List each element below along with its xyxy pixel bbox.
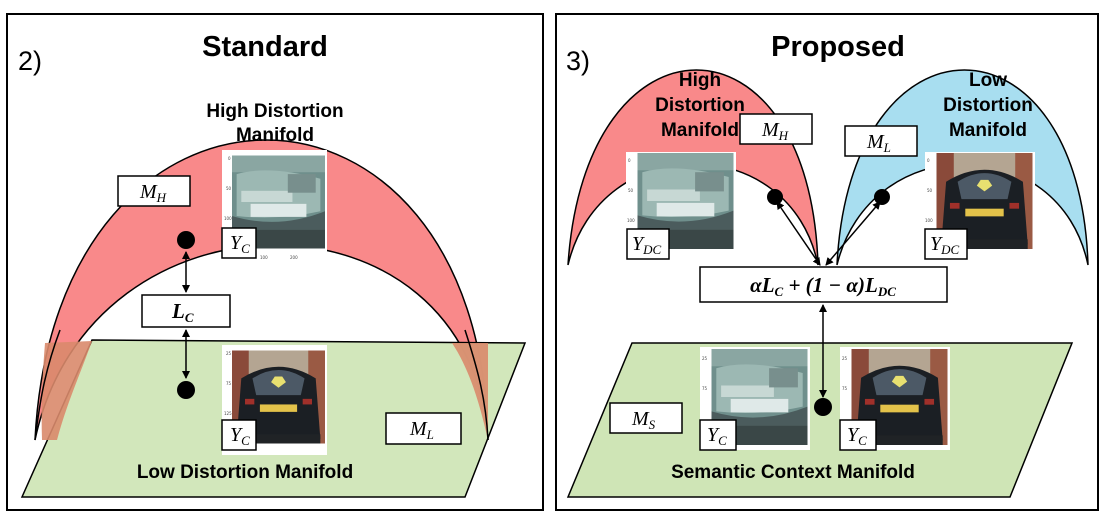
svg-text:100: 100 [260,255,268,260]
svg-text:75: 75 [702,386,708,391]
proposed-panel: 3) Proposed High Distortion Manifold Low… [555,13,1099,511]
y-c-box-sem-left [699,419,737,451]
arrow-to-low-proposed [825,201,881,266]
proposed-high-label-line2: Distortion [655,95,745,116]
point-high-standard [177,231,195,249]
l-c-box [141,294,231,328]
semantic-context-label: Semantic Context Manifold [671,462,915,483]
proposed-m-h-box [739,113,813,145]
point-low-standard [177,381,195,399]
proposed-m-l-label: ML [866,131,891,155]
svg-text:75: 75 [842,386,848,391]
y-dc-box-high [626,228,670,260]
svg-text:50: 50 [927,188,933,193]
m-l-box [385,412,462,445]
svg-text:125: 125 [224,411,232,416]
arrow-to-high-proposed [776,201,821,266]
l-c-label: LC [171,299,194,325]
point-high-proposed [767,189,783,205]
proposed-m-h-label: MH [761,119,789,143]
svg-text:25: 25 [226,351,232,356]
proposed-m-l-box [844,125,918,157]
m-s-label: MS [631,408,656,432]
m-l-label: ML [409,418,434,442]
svg-text:50: 50 [226,186,232,191]
combined-loss-label: αLC + (1 − α)LDC [750,273,896,299]
high-manifold-label-line1: High Distortion [206,101,343,122]
svg-text:0: 0 [927,158,930,163]
proposed-high-label-line3: Manifold [661,120,739,141]
y-c-box-top [221,227,257,259]
standard-title: Standard [202,31,328,63]
m-h-box [117,175,191,207]
proposed-panel-number: 3) [566,46,590,76]
standard-panel-number: 2) [18,46,42,76]
low-distortion-arch [836,69,1089,266]
y-c-label-bottom: YC [230,424,250,448]
svg-text:75: 75 [226,381,232,386]
y-c-label-sem-left: YC [707,424,727,448]
overlap-left [41,341,92,440]
proposed-low-label-line1: Low [969,70,1007,91]
svg-text:100: 100 [925,218,933,223]
svg-text:0: 0 [228,156,231,161]
combined-loss-box [699,266,948,303]
proposed-low-label-line2: Distortion [943,95,1033,116]
y-c-box-sem-right [839,419,877,451]
point-semantic-proposed [814,398,832,416]
high-manifold-label-line2: Manifold [236,125,314,146]
standard-panel: 2) Standard High Distortion Manifold MH … [6,13,544,511]
y-dc-box-low [924,228,968,260]
proposed-high-label-line1: High [679,70,721,91]
svg-text:100: 100 [224,216,232,221]
y-c-label-top: YC [230,232,250,256]
m-s-box [609,402,683,434]
svg-text:0: 0 [628,158,631,163]
proposed-low-label-line3: Manifold [949,120,1027,141]
svg-text:100: 100 [627,218,635,223]
arch-outline-right [464,329,489,441]
svg-text:25: 25 [842,356,848,361]
arch-outline-left [34,329,61,441]
y-dc-label-high: YDC [632,233,662,257]
y-c-box-bottom [221,419,257,451]
m-h-label: MH [139,181,167,205]
svg-text:200: 200 [290,255,298,260]
y-c-label-sem-right: YC [847,424,867,448]
svg-text:50: 50 [628,188,634,193]
low-manifold-label: Low Distortion Manifold [137,462,353,483]
y-dc-label-low: YDC [930,233,960,257]
overlap-right [452,343,488,440]
svg-text:25: 25 [702,356,708,361]
proposed-title: Proposed [771,31,905,63]
point-low-proposed [874,189,890,205]
